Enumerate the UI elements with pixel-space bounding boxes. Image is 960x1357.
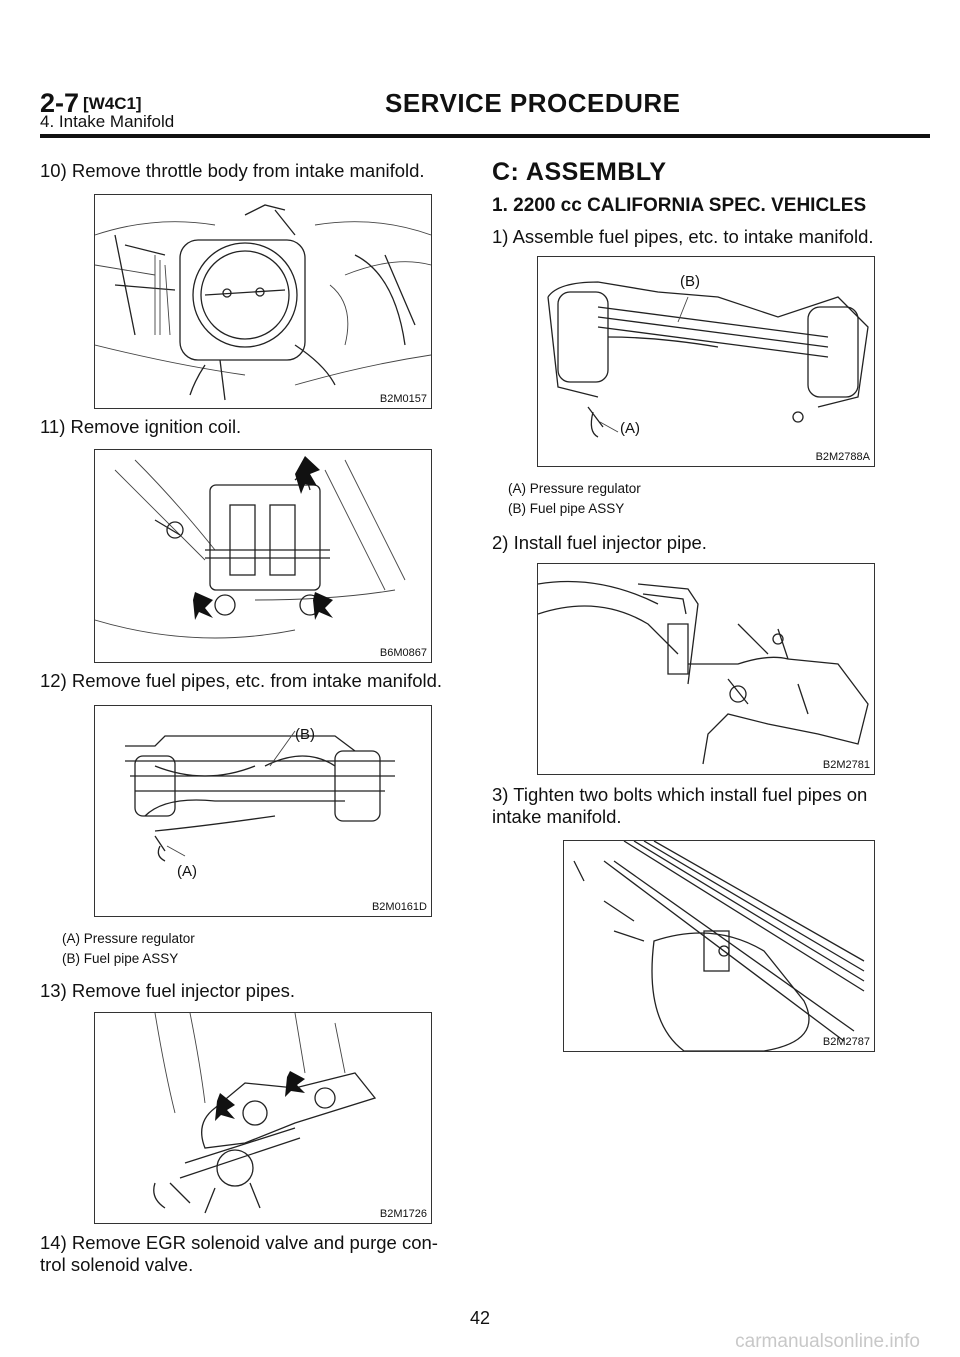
page-title: SERVICE PROCEDURE	[385, 88, 681, 118]
step-12: 12) Remove fuel pipes, etc. from intake …	[40, 670, 443, 691]
header-rule	[40, 134, 930, 138]
figure-tighten-bolts: B2M2787	[563, 840, 875, 1052]
figure-id: B2M2787	[822, 1036, 870, 1048]
step-14-line-2: trol solenoid valve.	[40, 1254, 194, 1275]
step-11: 11) Remove ignition coil.	[40, 416, 242, 437]
section-code: 2-7[W4C1]	[40, 88, 142, 118]
figure-id: B2M2781	[822, 759, 870, 771]
figure-fuel-pipes-removal: (B) (A) B2M0161D	[94, 705, 432, 917]
step-14-line-1: 14) Remove EGR solenoid valve and purge …	[40, 1232, 438, 1253]
callout-b: (B)	[680, 273, 700, 290]
subsection-heading: 1. 2200 cc CALIFORNIA SPEC. VEHICLES	[492, 195, 867, 216]
step-13: 13) Remove fuel injector pipes.	[40, 980, 296, 1001]
page-subtitle: 4. Intake Manifold	[40, 112, 175, 131]
callout-a: (A)	[177, 863, 197, 880]
legend-a: (A) Pressure regulator	[62, 931, 195, 946]
step-1: 1) Assemble fuel pipes, etc. to intake m…	[492, 226, 874, 247]
watermark: carmanualsonline.info	[735, 1331, 920, 1352]
step-10: 10) Remove throttle body from intake man…	[40, 160, 425, 181]
legend-a: (A) Pressure regulator	[508, 481, 641, 496]
callout-a: (A)	[620, 420, 640, 437]
figure-injector-pipe-install: B2M2781	[537, 563, 875, 775]
figure-id: B2M0161D	[371, 901, 427, 913]
step-2: 2) Install fuel injector pipe.	[492, 532, 707, 553]
page-number: 42	[469, 1308, 491, 1328]
figure-id: B2M1726	[379, 1208, 427, 1220]
figure-assemble-fuel-pipes: (B) (A) B2M2788A	[537, 256, 875, 467]
figure-throttle-body: B2M0157	[94, 194, 432, 409]
callout-b: (B)	[295, 726, 315, 743]
figure-id: B2M2788A	[815, 451, 870, 463]
section-code-ref: [W4C1]	[83, 94, 142, 113]
step-3-line-1: 3) Tighten two bolts which install fuel …	[492, 784, 868, 805]
figure-ignition-coil: B6M0867	[94, 449, 432, 663]
figure-id: B2M0157	[379, 393, 427, 405]
legend-b: (B) Fuel pipe ASSY	[508, 501, 625, 516]
section-heading: C: ASSEMBLY	[492, 158, 667, 186]
legend-b: (B) Fuel pipe ASSY	[62, 951, 179, 966]
figure-id: B6M0867	[379, 647, 427, 659]
step-3-line-2: intake manifold.	[492, 806, 622, 827]
figure-injector-pipes: B2M1726	[94, 1012, 432, 1224]
